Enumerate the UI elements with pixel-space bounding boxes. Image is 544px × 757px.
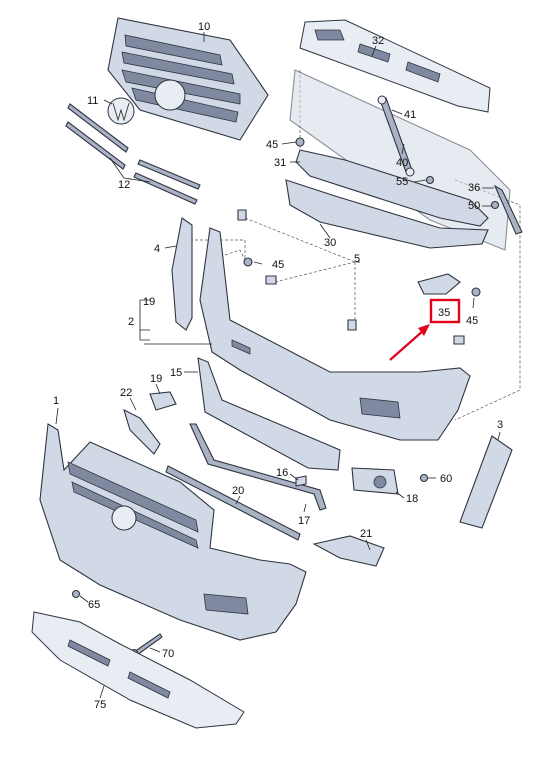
callout-10: 10 [198,21,210,33]
support-strut [377,95,415,177]
callout-45-upper: 45 [266,139,278,151]
callout-3: 3 [497,419,503,431]
highlight-arrowhead [418,324,430,336]
callout-41: 41 [404,109,416,121]
callout-21: 21 [360,528,372,540]
callout-45-right: 45 [466,315,478,327]
callout-30: 30 [324,237,336,249]
callout-45-middle: 45 [272,259,284,271]
callout-2: 2 [128,316,134,328]
highlight-arrow [389,329,425,361]
side-bracket [171,217,193,331]
callout-15: 15 [170,367,182,379]
callout-19-lower: 19 [150,373,162,385]
bumper-cover-upper [199,227,471,441]
vw-emblem [107,97,135,125]
callout-18: 18 [406,493,418,505]
upper-grille [107,17,269,141]
callout-16: 16 [276,467,288,479]
highlight-box [429,298,461,324]
callout-12: 12 [118,179,130,191]
mounting-clips [237,209,465,345]
callout-leaders [55,32,501,699]
callout-11: 11 [87,95,98,107]
highlighted-bracket [417,273,461,295]
callout-50: 50 [468,200,480,212]
callout-20: 20 [232,485,244,497]
lower-side-bracket [123,408,161,455]
callout-22: 22 [120,387,132,399]
screws [71,137,500,599]
callout-4: 4 [154,243,160,255]
callout-75: 75 [94,699,106,711]
callout-19-upper: 19 [143,296,155,308]
callout-31: 31 [274,157,286,169]
grille-trim-strips [65,103,201,205]
lower-carrier-rail [285,179,489,249]
lower-trim-strip [189,423,327,511]
callout-55: 55 [396,176,408,188]
callout-5: 5 [354,253,360,265]
callout-32: 32 [372,35,384,47]
callout-65: 65 [88,599,100,611]
lower-bracket [312,535,385,567]
callout-17: 17 [298,515,310,527]
fog-light-grille [351,467,399,495]
complete-bumper-assembly [39,423,307,641]
side-cover [459,435,513,529]
upper-mounting-bracket [295,149,489,227]
callout-40: 40 [396,157,408,169]
callout-35: 35 [438,307,450,319]
small-insert [295,475,307,487]
highlight-marker [389,298,461,361]
lower-bar-trim [165,465,301,541]
side-guide-bracket [493,184,523,235]
callout-1: 1 [53,395,59,407]
small-clip-left [149,391,177,411]
callout-60: 60 [440,473,452,485]
spoiler-lip [197,357,341,471]
callout-70: 70 [162,648,174,660]
underbody-skid-plate [31,611,245,729]
callout-36: 36 [468,182,480,194]
callout-labels: 10 32 11 41 45 31 40 55 12 36 50 30 4 45… [53,21,503,711]
